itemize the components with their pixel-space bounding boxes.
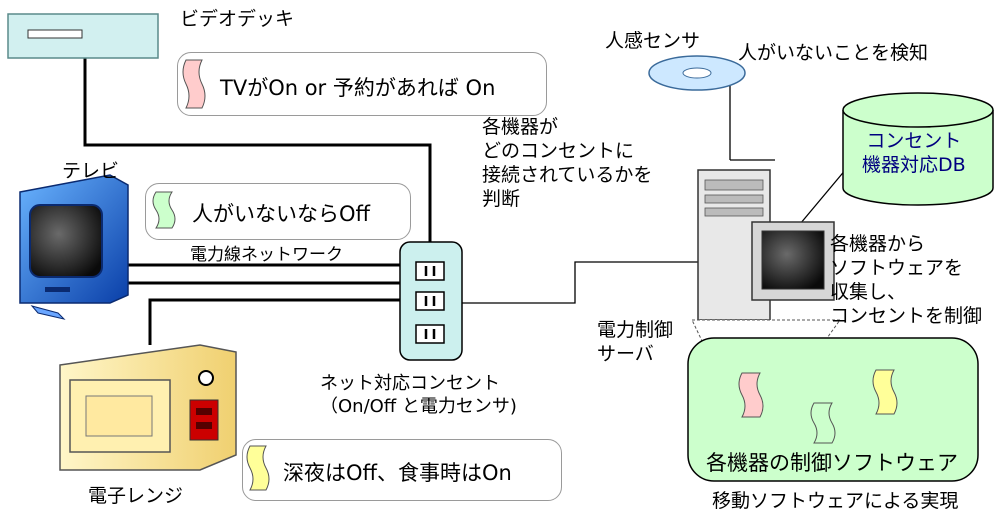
microwave-rule-box bbox=[242, 439, 562, 501]
outlet-caption: ネット対応コンセント （On/Off と電力センサ) bbox=[320, 373, 517, 417]
microwave-label: 電子レンジ bbox=[88, 485, 184, 507]
database-icon bbox=[842, 92, 994, 206]
power-line-network-label: 電力線ネットワーク bbox=[190, 245, 343, 265]
human-sensor-icon bbox=[648, 55, 746, 91]
power-lines bbox=[83, 58, 432, 345]
detect-absence-label: 人がいないことを検知 bbox=[738, 42, 929, 64]
human-sensor-label: 人感センサ bbox=[605, 30, 701, 52]
power-server-label: 電力制御 サーバ bbox=[597, 319, 674, 366]
line-microwave bbox=[148, 298, 400, 345]
line-outlet-server bbox=[462, 261, 700, 304]
server-computer-icon bbox=[691, 169, 841, 346]
mobile-software-label: 各機器の制御ソフトウェア bbox=[706, 451, 958, 475]
judge-connection-text: 各機器が どのコンセントに 接続されているかを 判断 bbox=[482, 116, 653, 211]
collect-control-text: 各機器から ソフトウェアを 収集し、 コンセントを制御 bbox=[830, 233, 983, 328]
database-label: コンセント 機器対応DB bbox=[862, 130, 966, 176]
network-lines bbox=[462, 85, 863, 304]
tv-icon bbox=[19, 174, 129, 320]
mobile-software-area bbox=[687, 337, 979, 482]
tag-mobile-pink bbox=[738, 372, 764, 418]
tag-mobile-green bbox=[810, 402, 836, 444]
smart-outlet-icon bbox=[399, 241, 463, 361]
mobile-impl-label: 移動ソフトウェアによる実現 bbox=[712, 490, 959, 512]
video-deck-label: ビデオデッキ bbox=[180, 8, 295, 30]
video-deck-rule: TVがOn or 予約があれば On bbox=[220, 76, 496, 100]
video-deck-icon bbox=[7, 13, 159, 59]
tag-mobile-yellow bbox=[872, 369, 898, 415]
line-video-deck bbox=[83, 58, 432, 245]
tv-rule-box bbox=[145, 183, 411, 240]
microwave-rule: 深夜はOff、食事時はOn bbox=[283, 461, 512, 485]
video-deck-rule-box bbox=[177, 52, 547, 116]
microwave-icon bbox=[59, 344, 237, 471]
tv-label: テレビ bbox=[62, 160, 120, 182]
tv-rule: 人がいないならOff bbox=[192, 202, 370, 226]
